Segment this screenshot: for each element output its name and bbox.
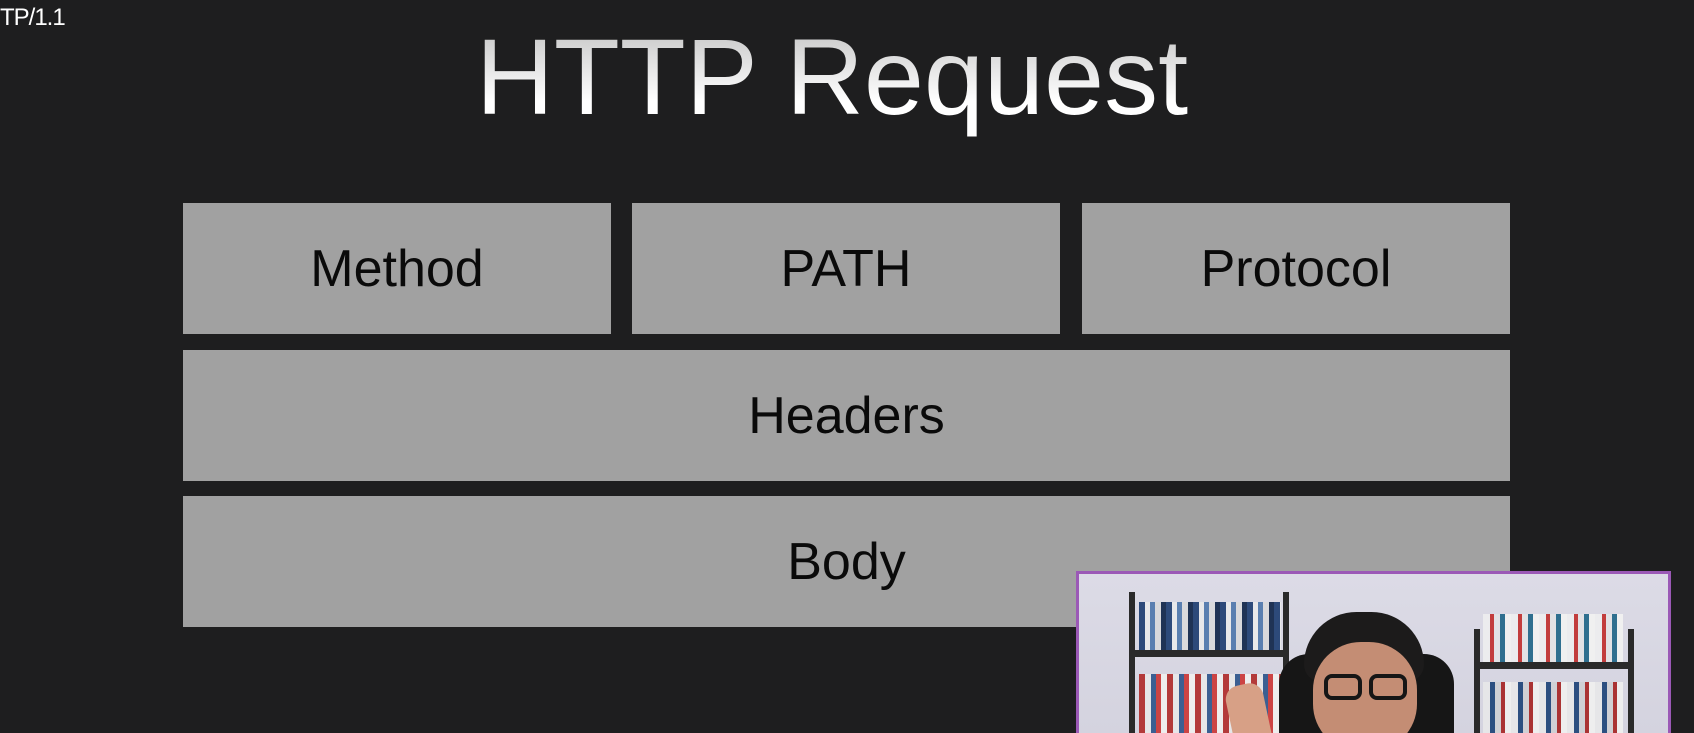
protocol-block: Protocol <box>1082 203 1510 334</box>
glasses-left <box>1324 674 1362 700</box>
headers-label: Headers <box>748 386 945 445</box>
method-block: Method <box>183 203 611 334</box>
headers-block: Headers <box>183 350 1510 481</box>
path-block: PATH <box>632 203 1060 334</box>
glasses-right <box>1369 674 1407 700</box>
right-shelf-board <box>1474 662 1634 669</box>
path-label: PATH <box>780 239 912 298</box>
method-label: Method <box>310 239 484 298</box>
right-books-top <box>1483 614 1623 662</box>
left-shelf-board <box>1129 650 1289 657</box>
person-face <box>1313 642 1417 733</box>
protocol-label: Protocol <box>1200 239 1392 298</box>
right-books-bottom <box>1483 682 1623 733</box>
right-shelf-post <box>1628 629 1634 733</box>
left-bookshelf <box>1129 592 1135 733</box>
left-books-top <box>1139 602 1281 650</box>
body-label: Body <box>787 532 906 591</box>
right-bookshelf <box>1474 629 1480 733</box>
webcam-overlay <box>1076 571 1671 733</box>
slide-title: HTTP Request <box>0 17 1694 137</box>
left-shelf-post <box>1283 592 1289 733</box>
corner-label: TP/1.1 <box>0 6 66 30</box>
